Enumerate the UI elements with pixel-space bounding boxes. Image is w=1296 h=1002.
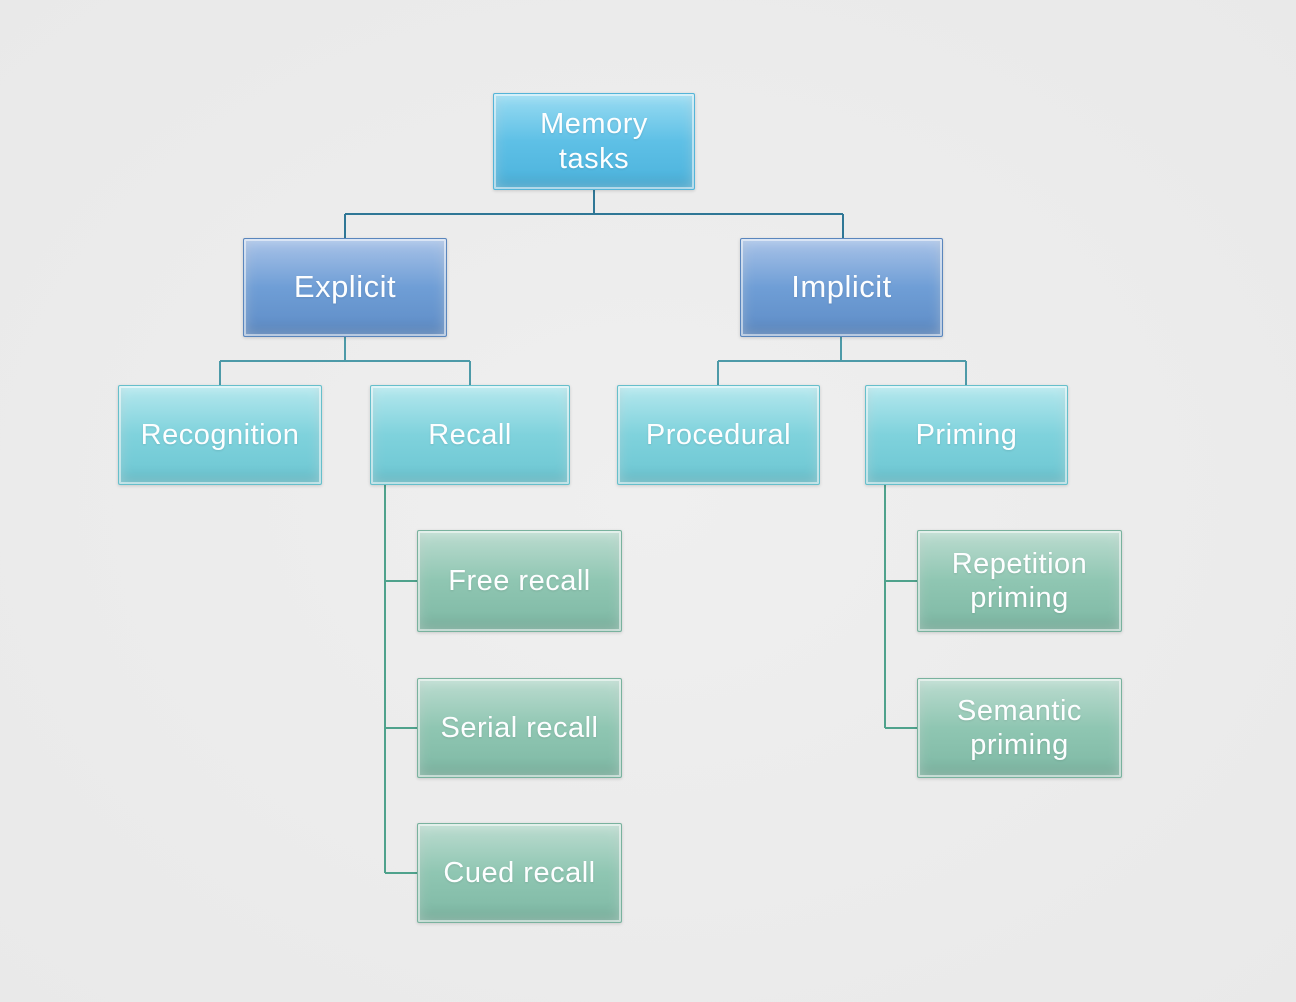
- node-free-recall-label: Free recall: [448, 564, 591, 597]
- connector-priming-to-children: [884, 485, 917, 729]
- node-priming-label: Priming: [915, 418, 1018, 451]
- node-procedural: Procedural: [617, 385, 820, 485]
- node-procedural-label: Procedural: [645, 418, 792, 451]
- node-serial-recall-label: Serial recall: [440, 711, 599, 744]
- node-explicit-label: Explicit: [293, 269, 397, 305]
- node-cued-recall: Cued recall: [417, 823, 622, 923]
- node-repetition-priming: Repetition priming: [917, 530, 1122, 632]
- connector-explicit-to-children: [219, 337, 471, 385]
- connector-root-to-explicit-implicit: [344, 190, 844, 238]
- node-recognition: Recognition: [118, 385, 322, 485]
- node-priming: Priming: [865, 385, 1068, 485]
- node-memory-tasks-label: Memory tasks: [540, 108, 648, 175]
- node-explicit: Explicit: [243, 238, 447, 337]
- node-recognition-label: Recognition: [140, 418, 300, 451]
- node-cued-recall-label: Cued recall: [443, 856, 596, 889]
- connector-implicit-to-children: [717, 337, 967, 385]
- node-semantic-priming-label: Semantic priming: [957, 694, 1082, 761]
- connector-recall-to-children: [384, 485, 417, 874]
- node-serial-recall: Serial recall: [417, 678, 622, 778]
- node-semantic-priming: Semantic priming: [917, 678, 1122, 778]
- node-implicit-label: Implicit: [791, 269, 892, 305]
- node-free-recall: Free recall: [417, 530, 622, 632]
- node-repetition-priming-label: Repetition priming: [951, 547, 1088, 614]
- node-implicit: Implicit: [740, 238, 943, 337]
- node-memory-tasks: Memory tasks: [493, 93, 695, 190]
- node-recall: Recall: [370, 385, 570, 485]
- node-recall-label: Recall: [428, 418, 512, 451]
